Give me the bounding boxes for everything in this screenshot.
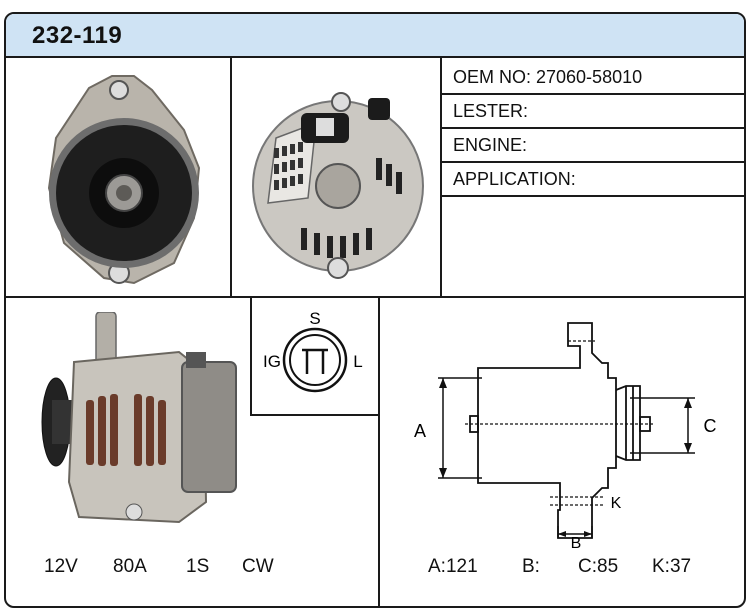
- connector-diagram: S IG L: [263, 309, 363, 393]
- header-bar: 232-119: [6, 14, 744, 58]
- terminal-ig-label: IG: [263, 352, 281, 371]
- dim-k-label: K: [611, 495, 622, 512]
- spec-voltage: 12V: [44, 556, 78, 577]
- dim-c-label: C: [704, 416, 717, 436]
- engine-field: ENGINE:: [453, 135, 528, 155]
- dimension-diagram: A C K B: [414, 322, 717, 548]
- dim-b-value: B:: [522, 556, 540, 577]
- divider: [230, 58, 232, 296]
- alternator-front-photo: [47, 75, 201, 285]
- dim-c-value: C:85: [578, 556, 619, 577]
- divider: [378, 296, 380, 606]
- divider: [250, 414, 380, 416]
- spec-regulator: 1S: [186, 556, 210, 577]
- dim-k-value: K:37: [652, 556, 692, 577]
- divider: [440, 93, 744, 95]
- oem-number: OEM NO: 27060-58010: [453, 67, 643, 87]
- spec-amperage: 80A: [113, 556, 147, 577]
- spec-rotation: CW: [242, 556, 274, 577]
- part-number: 232-119: [32, 22, 123, 49]
- divider: [6, 296, 744, 298]
- divider: [250, 296, 252, 414]
- application-field: APPLICATION:: [453, 169, 576, 189]
- terminal-l-label: L: [353, 352, 362, 371]
- lester-field: LESTER:: [453, 101, 529, 121]
- dim-b-label: B: [571, 535, 582, 548]
- divider: [440, 195, 744, 197]
- dim-a-label: A: [414, 421, 426, 441]
- divider: [440, 161, 744, 163]
- terminal-s-label: S: [309, 309, 320, 328]
- divider: [440, 58, 442, 296]
- product-card: 232-119 OEM NO: 27060-58010 LESTER: ENGI…: [4, 12, 746, 608]
- alternator-side-photo: [41, 312, 237, 524]
- alternator-rear-photo: [252, 92, 424, 279]
- divider: [440, 127, 744, 129]
- dim-a-value: A:121: [428, 556, 478, 577]
